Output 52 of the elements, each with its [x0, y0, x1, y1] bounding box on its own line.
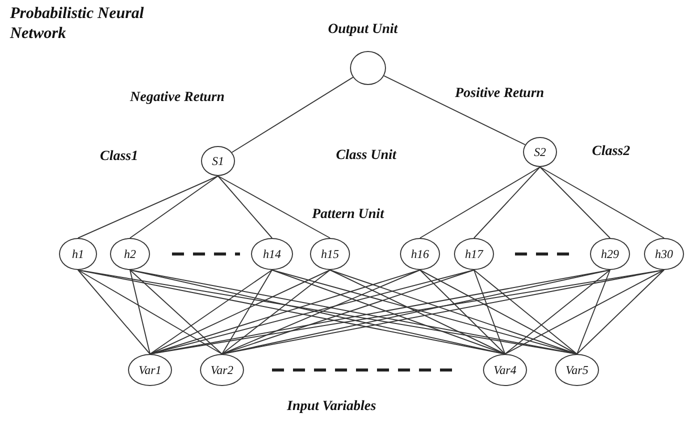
edge-label: Positive Return	[455, 86, 544, 102]
connection-line	[130, 176, 218, 238]
connection-line	[222, 270, 272, 354]
connection-line	[218, 176, 330, 238]
layer-label: Output Unit	[328, 22, 398, 38]
connection-line	[130, 270, 222, 354]
connection-line	[78, 270, 150, 354]
neuron-node: S2	[523, 137, 557, 167]
connection-line	[540, 166, 664, 238]
connection-line	[474, 166, 540, 238]
connection-line	[150, 270, 330, 354]
neuron-node: h17	[454, 238, 494, 270]
neuron-node: Var1	[128, 354, 172, 386]
neuron-node: h29	[590, 238, 630, 270]
connection-line	[504, 270, 664, 354]
connection-line	[150, 270, 272, 354]
neuron-node: h16	[400, 238, 440, 270]
connection-line	[231, 76, 354, 153]
connection-line	[222, 270, 330, 354]
neuron-node: h2	[110, 238, 150, 270]
neuron-node: Var4	[483, 354, 527, 386]
connection-line	[384, 75, 526, 146]
connection-line	[504, 270, 610, 354]
layer-label: Input Variables	[287, 399, 376, 415]
layer-label: Class Unit	[336, 148, 396, 164]
neuron-node: h14	[251, 238, 293, 270]
connection-line	[130, 270, 150, 354]
connection-line	[420, 166, 540, 238]
neuron-node: h30	[644, 238, 684, 270]
connection-line	[330, 270, 506, 354]
connection-line	[78, 270, 222, 354]
connection-line	[576, 270, 664, 354]
connection-line	[540, 166, 610, 238]
layer-label: Pattern Unit	[312, 207, 384, 223]
neuron-node: Var5	[555, 354, 599, 386]
connection-line	[420, 270, 578, 354]
connection-line	[474, 270, 506, 354]
neuron-node: h1	[59, 238, 97, 270]
connection-line	[576, 270, 610, 354]
neuron-node: h15	[310, 238, 350, 270]
output-neuron	[350, 51, 386, 85]
connection-line	[420, 270, 506, 354]
edge-label: Negative Return	[130, 90, 224, 106]
diagram-title: Probabilistic Neural Network	[10, 4, 145, 44]
neuron-node: S1	[201, 146, 235, 176]
neuron-node: Var2	[200, 354, 244, 386]
connection-line	[474, 270, 578, 354]
connection-line	[218, 176, 272, 238]
connection-line	[78, 176, 218, 238]
connection-line	[222, 270, 420, 354]
layer-label: Class1	[100, 149, 138, 165]
layer-label: Class2	[592, 144, 630, 160]
